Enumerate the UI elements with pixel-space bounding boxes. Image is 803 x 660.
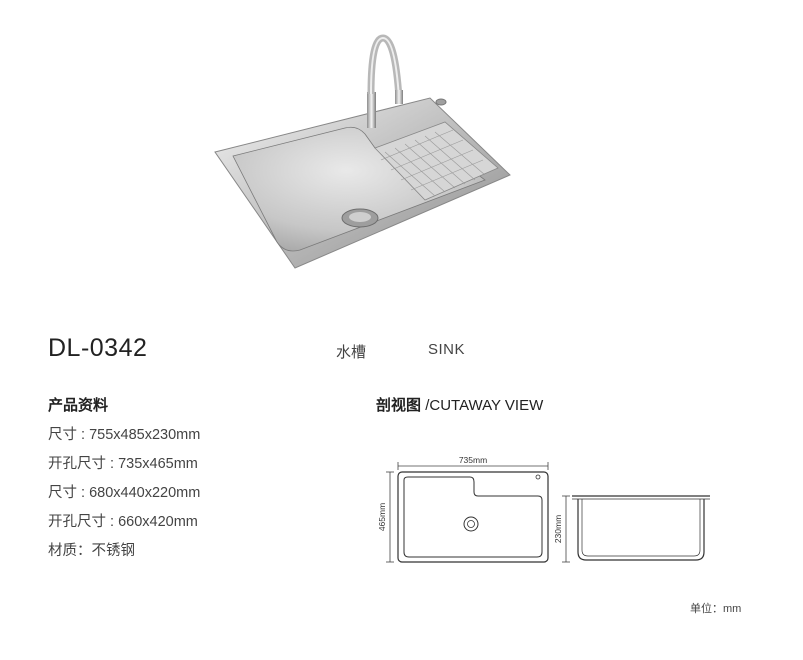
spec-line: 尺寸 : 680x440x220mm xyxy=(48,485,201,501)
sink-top-view xyxy=(397,471,549,563)
width-label: 735mm xyxy=(459,455,487,465)
unit-label: 单位：mm xyxy=(690,603,742,615)
product-model: DL-0342 xyxy=(48,334,148,362)
depth-label: 230mm xyxy=(553,515,563,543)
specs-title: 产品资料 xyxy=(48,397,109,414)
product-category-en: SINK xyxy=(428,341,466,358)
spec-line: 开孔尺寸 : 735x465mm xyxy=(48,456,198,472)
cutaway-title-en: /CUTAWAY VIEW xyxy=(425,397,544,414)
cutaway-title: 剖视图 /CUTAWAY VIEW xyxy=(376,394,543,415)
height-dimension-line xyxy=(386,471,394,563)
depth-dimension-line xyxy=(562,495,570,563)
cutaway-drawing: 735mm 465mm 230mm xyxy=(377,455,710,563)
width-dimension-line xyxy=(397,462,549,470)
sink-product-image xyxy=(214,34,511,269)
height-label: 465mm xyxy=(377,503,387,531)
product-category-cn: 水槽 xyxy=(336,344,367,361)
spec-line: 开孔尺寸 : 660x420mm xyxy=(48,514,198,530)
cutaway-title-cn: 剖视图 xyxy=(376,397,422,414)
spec-line: 材质：不锈钢 xyxy=(48,543,135,559)
spec-line: 尺寸 : 755x485x230mm xyxy=(48,427,201,443)
sink-side-view xyxy=(572,495,710,561)
